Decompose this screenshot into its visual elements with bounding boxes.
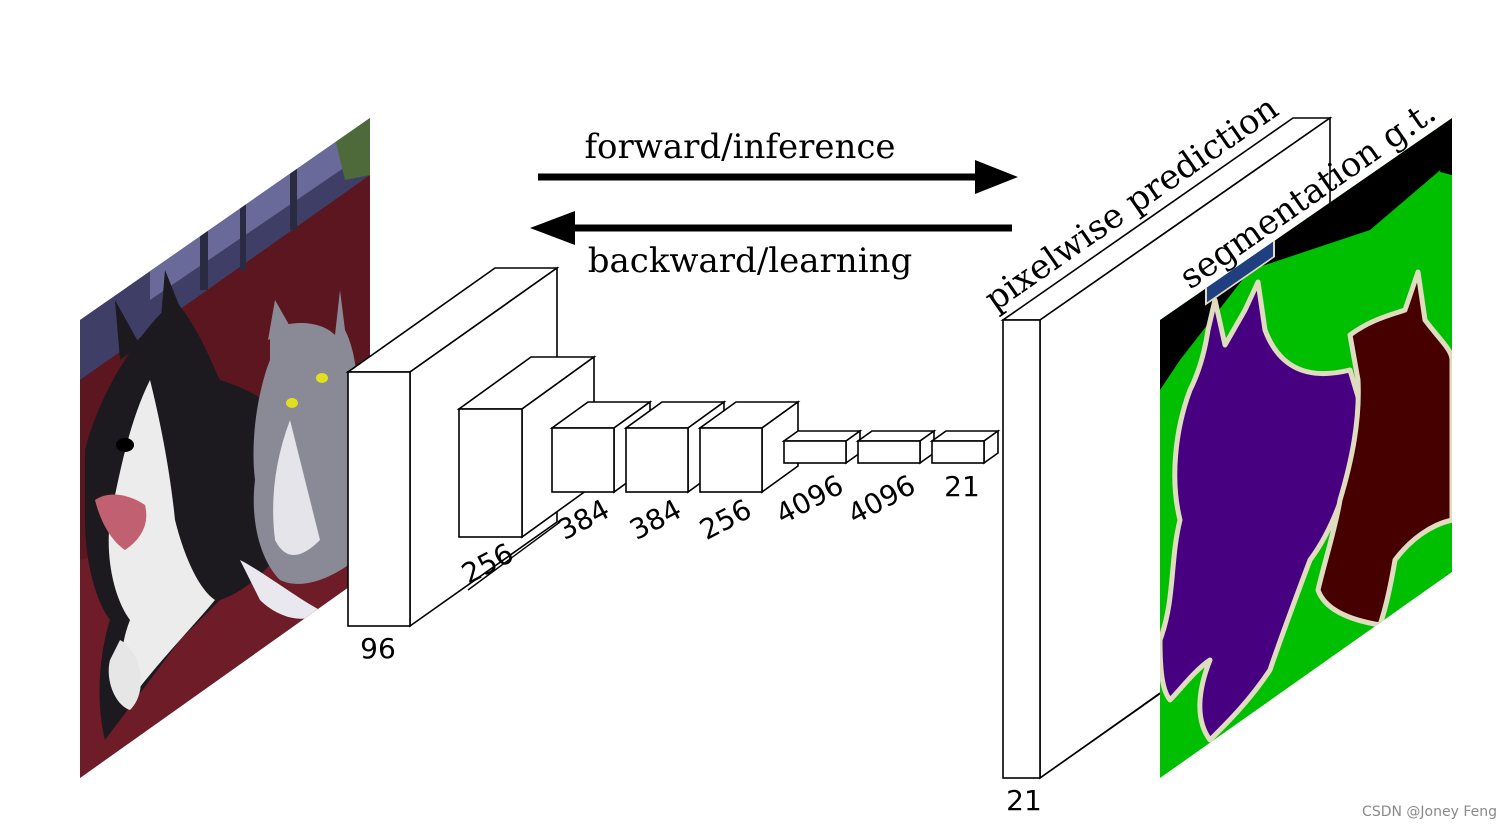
forward-arrow bbox=[538, 160, 1018, 194]
connector-line bbox=[467, 521, 561, 591]
layer-label-conv5: 256 bbox=[694, 492, 757, 546]
backward-arrow bbox=[530, 211, 1012, 245]
layer-label-conv1: 96 bbox=[360, 632, 396, 665]
layer-label-score: 21 bbox=[944, 470, 980, 503]
layer-block-fc7 bbox=[855, 429, 937, 465]
watermark: CSDN @Joney Feng bbox=[1362, 804, 1497, 820]
layer-block-score bbox=[929, 429, 1001, 465]
layer-label-conv4: 384 bbox=[624, 492, 687, 546]
layer-block-fc6 bbox=[781, 429, 863, 465]
prediction-to-gt-line bbox=[1039, 692, 1161, 779]
layer-block-conv5 bbox=[697, 400, 801, 494]
backward-label: backward/learning bbox=[588, 241, 912, 281]
forward-label: forward/inference bbox=[584, 127, 895, 167]
layer-label-fc7: 4096 bbox=[842, 468, 920, 531]
input-image bbox=[80, 118, 370, 778]
prediction-channels-label: 21 bbox=[1006, 784, 1042, 817]
